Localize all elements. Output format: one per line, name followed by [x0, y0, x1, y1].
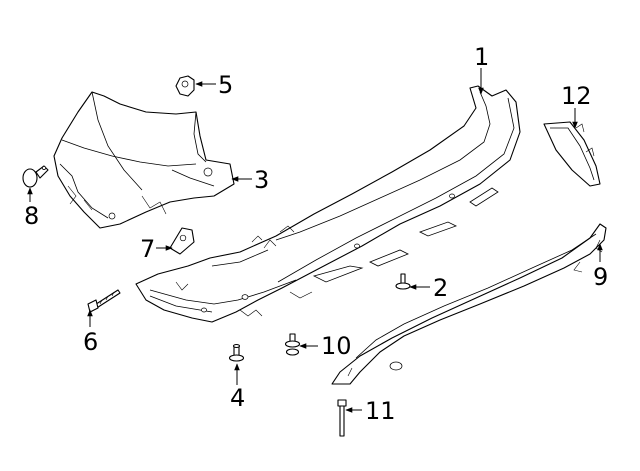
callout-10: 10 [321, 332, 352, 360]
pin-2 [395, 273, 411, 290]
callout-1: 1 [474, 43, 489, 71]
side-bracket [53, 91, 235, 229]
bolt-11 [337, 399, 347, 437]
callout-2: 2 [433, 274, 448, 302]
push-clip-8 [22, 165, 49, 188]
callout-12: 12 [561, 82, 592, 110]
pin-4 [228, 343, 245, 362]
callout-7: 7 [140, 235, 155, 263]
callout-8: 8 [24, 202, 39, 230]
pin-10 [284, 333, 301, 356]
callout-9: 9 [593, 263, 608, 291]
retainer-7 [169, 227, 195, 255]
callout-3: 3 [254, 166, 269, 194]
callout-11: 11 [365, 397, 396, 425]
lower-valance [331, 223, 607, 385]
bumper-cover [135, 85, 521, 323]
callout-5: 5 [218, 71, 233, 99]
callout-4: 4 [230, 384, 245, 412]
reflector [543, 121, 601, 187]
clip-5 [175, 75, 195, 97]
callout-6: 6 [83, 328, 98, 356]
screw-6 [87, 289, 121, 313]
